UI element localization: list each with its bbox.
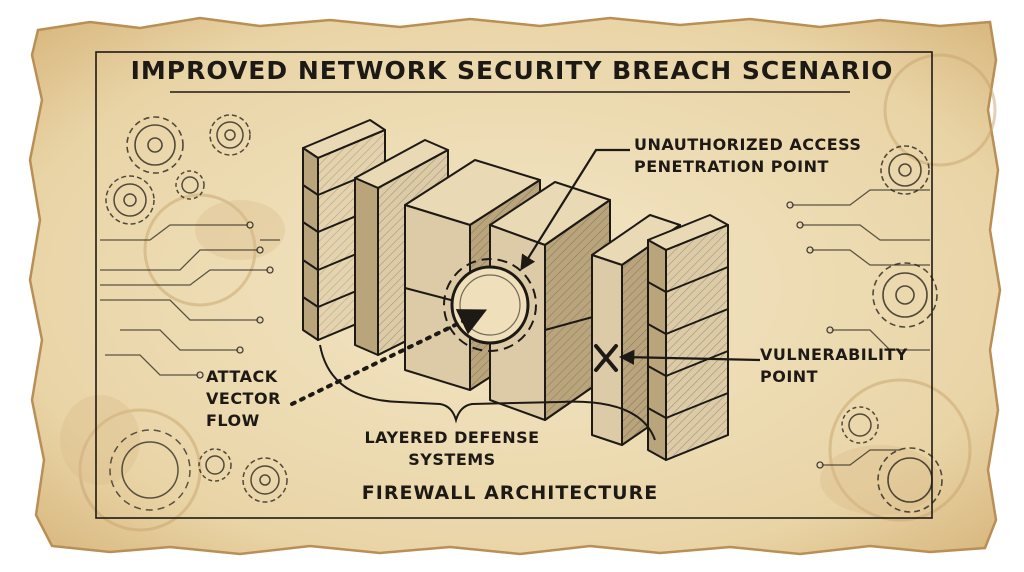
label-attack-vector-flow: ATTACK VECTOR FLOW — [206, 366, 296, 432]
label-line: UNAUTHORIZED ACCESS — [634, 135, 862, 154]
label-vulnerability-point: VULNERABILITY POINT — [760, 344, 920, 388]
label-line: LAYERED DEFENSE — [364, 428, 540, 447]
label-line: VULNERABILITY — [760, 345, 908, 364]
vulnerability-x-icon — [594, 344, 618, 372]
vulnerability-leader — [618, 349, 761, 365]
stain-blots — [60, 200, 940, 515]
gear-icon — [880, 145, 930, 195]
gear-icon — [242, 457, 288, 503]
circuit-nodes — [196, 221, 274, 379]
circuit-nodes — [786, 201, 834, 469]
circuit-trace-icon — [100, 224, 280, 376]
label-line: POINT — [760, 367, 819, 386]
label-line: FLOW — [206, 411, 260, 430]
inner-border — [95, 51, 933, 519]
gear-icon — [109, 429, 191, 511]
gear-icon — [126, 116, 184, 174]
label-line: PENETRATION POINT — [634, 157, 829, 176]
layered-defense-brace — [319, 344, 656, 441]
unauthorized-access-leader — [520, 148, 630, 271]
label-unauthorized-access: UNAUTHORIZED ACCESS PENETRATION POINT — [634, 134, 884, 178]
label-layered-defense: LAYERED DEFENSE SYSTEMS — [362, 427, 542, 471]
brick-stack-right — [647, 214, 729, 461]
label-line: SYSTEMS — [408, 450, 496, 469]
gear-icon — [198, 448, 232, 482]
circuit-trace-icon — [790, 189, 930, 466]
label-line: VECTOR — [206, 389, 281, 408]
label-line: ATTACK — [206, 367, 278, 386]
gear-icon — [841, 406, 879, 444]
gear-icon — [872, 262, 938, 328]
label-firewall-architecture: FIREWALL ARCHITECTURE — [361, 482, 659, 504]
gear-icon — [877, 447, 943, 513]
page-title: IMPROVED NETWORK SECURITY BREACH SCENARI… — [130, 56, 894, 85]
gear-icon — [209, 114, 251, 156]
gear-icon — [175, 170, 205, 200]
gear-icon — [105, 175, 155, 225]
